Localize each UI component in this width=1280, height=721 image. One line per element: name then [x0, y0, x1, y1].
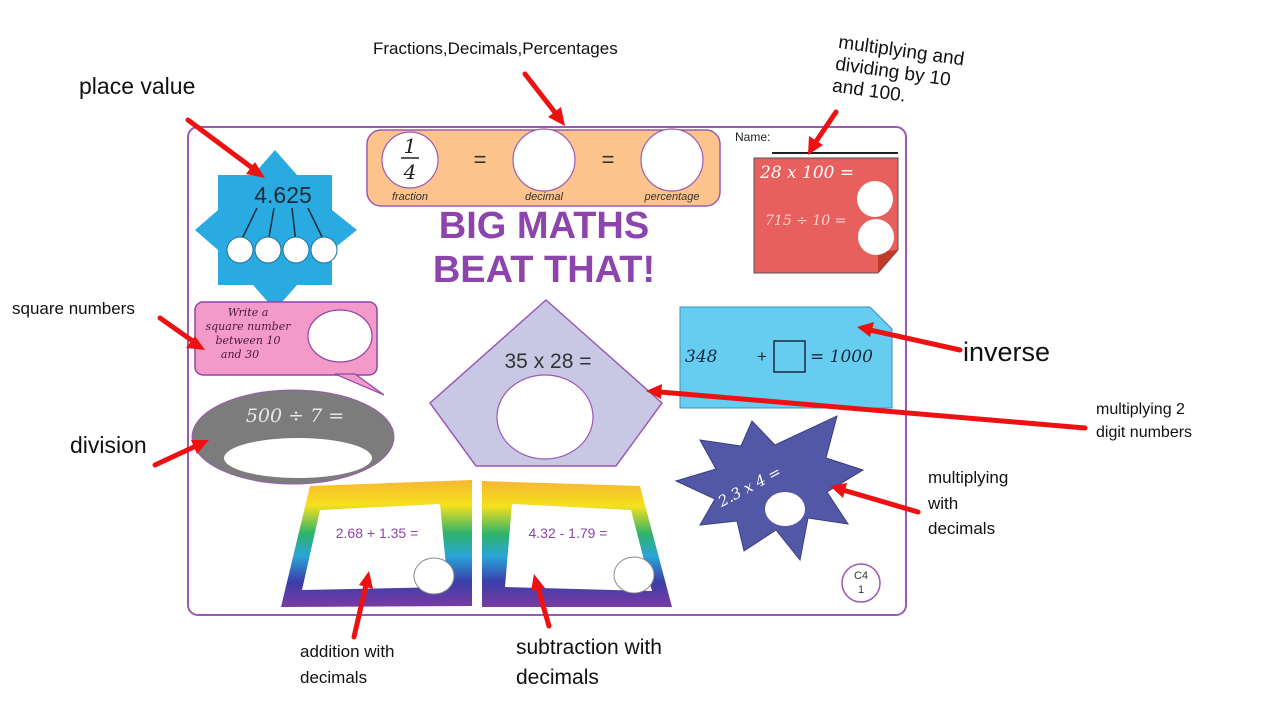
percentage-caption: percentage — [643, 191, 699, 203]
addition-equation: 2.68 + 1.35 = — [336, 525, 419, 541]
arrow-place-value — [185, 117, 265, 178]
decimal-answer-circle[interactable] — [512, 128, 576, 192]
fraction-caption: fraction — [392, 191, 428, 203]
place-value-star: 4.625 — [195, 150, 357, 310]
title-line-1: BIG MATHS — [439, 205, 649, 247]
arrow-multiply-2-digit — [646, 384, 1088, 431]
label-multiply-2-digit-line-2: digit numbers — [1096, 424, 1193, 442]
note-answer-circle-1[interactable] — [857, 181, 893, 217]
note-line-2: 715 ÷ 10 = — [765, 213, 846, 229]
arrow-addition — [351, 571, 373, 640]
place-value-number: 4.625 — [254, 182, 312, 208]
label-multiply-2-digit-line-1: multiplying 2 — [1096, 401, 1185, 418]
inverse-plus: + — [757, 347, 767, 366]
inverse-right-value: = 1000 — [810, 347, 873, 367]
label-multiply-decimals-line-2: with — [928, 493, 959, 513]
label-place-value: place value — [79, 73, 196, 99]
burst-answer-circle[interactable] — [765, 492, 805, 526]
label-multiply-decimals-line-1: multiplying — [928, 468, 1009, 487]
division-oval: 500 ÷ 7 = — [191, 389, 395, 485]
arrow-division — [152, 440, 209, 468]
arrow-mult-div — [808, 109, 839, 155]
label-multiply-decimals-line-3: decimals — [928, 519, 996, 538]
addition-answer-circle[interactable] — [413, 557, 455, 595]
sheet-number: 1 — [858, 584, 864, 596]
label-subtraction: subtraction with decimals — [516, 633, 662, 694]
pentagon-equation: 35 x 28 = — [505, 350, 592, 373]
arrow-multiply-decimals — [830, 483, 921, 515]
square-answer-circle[interactable] — [307, 309, 373, 363]
label-fdp: Fractions,Decimals,Percentages — [373, 39, 618, 58]
label-addition: addition with decimals — [300, 639, 395, 690]
label-subtraction-line-1: subtraction with — [516, 636, 662, 659]
fraction-numerator: 1 — [404, 134, 417, 158]
sheet-code: C4 — [854, 570, 868, 582]
pentagon-multiply: 35 x 28 = — [428, 298, 664, 467]
percentage-answer-circle[interactable] — [640, 128, 704, 192]
inverse-card: 348 + = 1000 — [679, 306, 893, 409]
inverse-left-value: 348 — [685, 347, 718, 367]
arrow-fdp — [522, 71, 565, 126]
arrow-inverse — [857, 322, 963, 353]
square-prompt-line-1: Write a — [228, 306, 269, 319]
equals-sign-2: = — [602, 147, 615, 172]
division-equation: 500 ÷ 7 = — [246, 405, 344, 427]
name-label: Name: — [735, 130, 770, 144]
title-line-2: BEAT THAT! — [433, 249, 655, 291]
fraction-denominator: 4 — [403, 160, 417, 184]
pentagon-answer-circle[interactable] — [496, 374, 594, 460]
annotation-arrows — [152, 71, 1088, 640]
subtraction-frame: 4.32 - 1.79 = — [482, 481, 672, 607]
label-square-numbers: square numbers — [12, 299, 135, 318]
sheet-code-badge: C4 1 — [841, 563, 881, 603]
square-number-bubble: Write a square number between 10 and 30 — [194, 301, 385, 396]
label-multiply-2-digit: multiplying 2 digit numbers — [1096, 398, 1192, 444]
label-subtraction-line-2: decimals — [516, 666, 599, 690]
note-line-1: 28 x 100 = — [759, 163, 854, 183]
decimal-multiply-burst: 2.3 x 4 = — [674, 415, 865, 562]
division-answer-oval[interactable] — [224, 438, 372, 478]
label-addition-line-2: decimals — [300, 667, 368, 687]
subtraction-answer-circle[interactable] — [613, 556, 655, 594]
label-division: division — [70, 432, 147, 458]
square-prompt-line-4: and 30 — [221, 348, 259, 361]
decimal-caption: decimal — [525, 191, 563, 203]
arrow-subtraction — [531, 574, 552, 629]
inverse-answer-box[interactable] — [773, 340, 806, 373]
square-prompt-line-3: between 10 — [216, 334, 281, 347]
label-addition-line-1: addition with — [300, 642, 395, 661]
sticky-note: 28 x 100 = 715 ÷ 10 = — [753, 157, 899, 274]
label-inverse: inverse — [963, 337, 1051, 367]
addition-frame: 2.68 + 1.35 = — [281, 480, 472, 607]
note-answer-circle-2[interactable] — [858, 219, 894, 255]
fdp-banner: 1 4 = = fraction decimal percentage — [366, 128, 721, 207]
square-prompt-line-2: square number — [205, 320, 291, 333]
subtraction-equation: 4.32 - 1.79 = — [528, 525, 607, 541]
arrow-square-numbers — [157, 315, 205, 350]
equals-sign-1: = — [474, 147, 487, 172]
label-multiply-decimals: multiplying with decimals — [928, 465, 1008, 542]
